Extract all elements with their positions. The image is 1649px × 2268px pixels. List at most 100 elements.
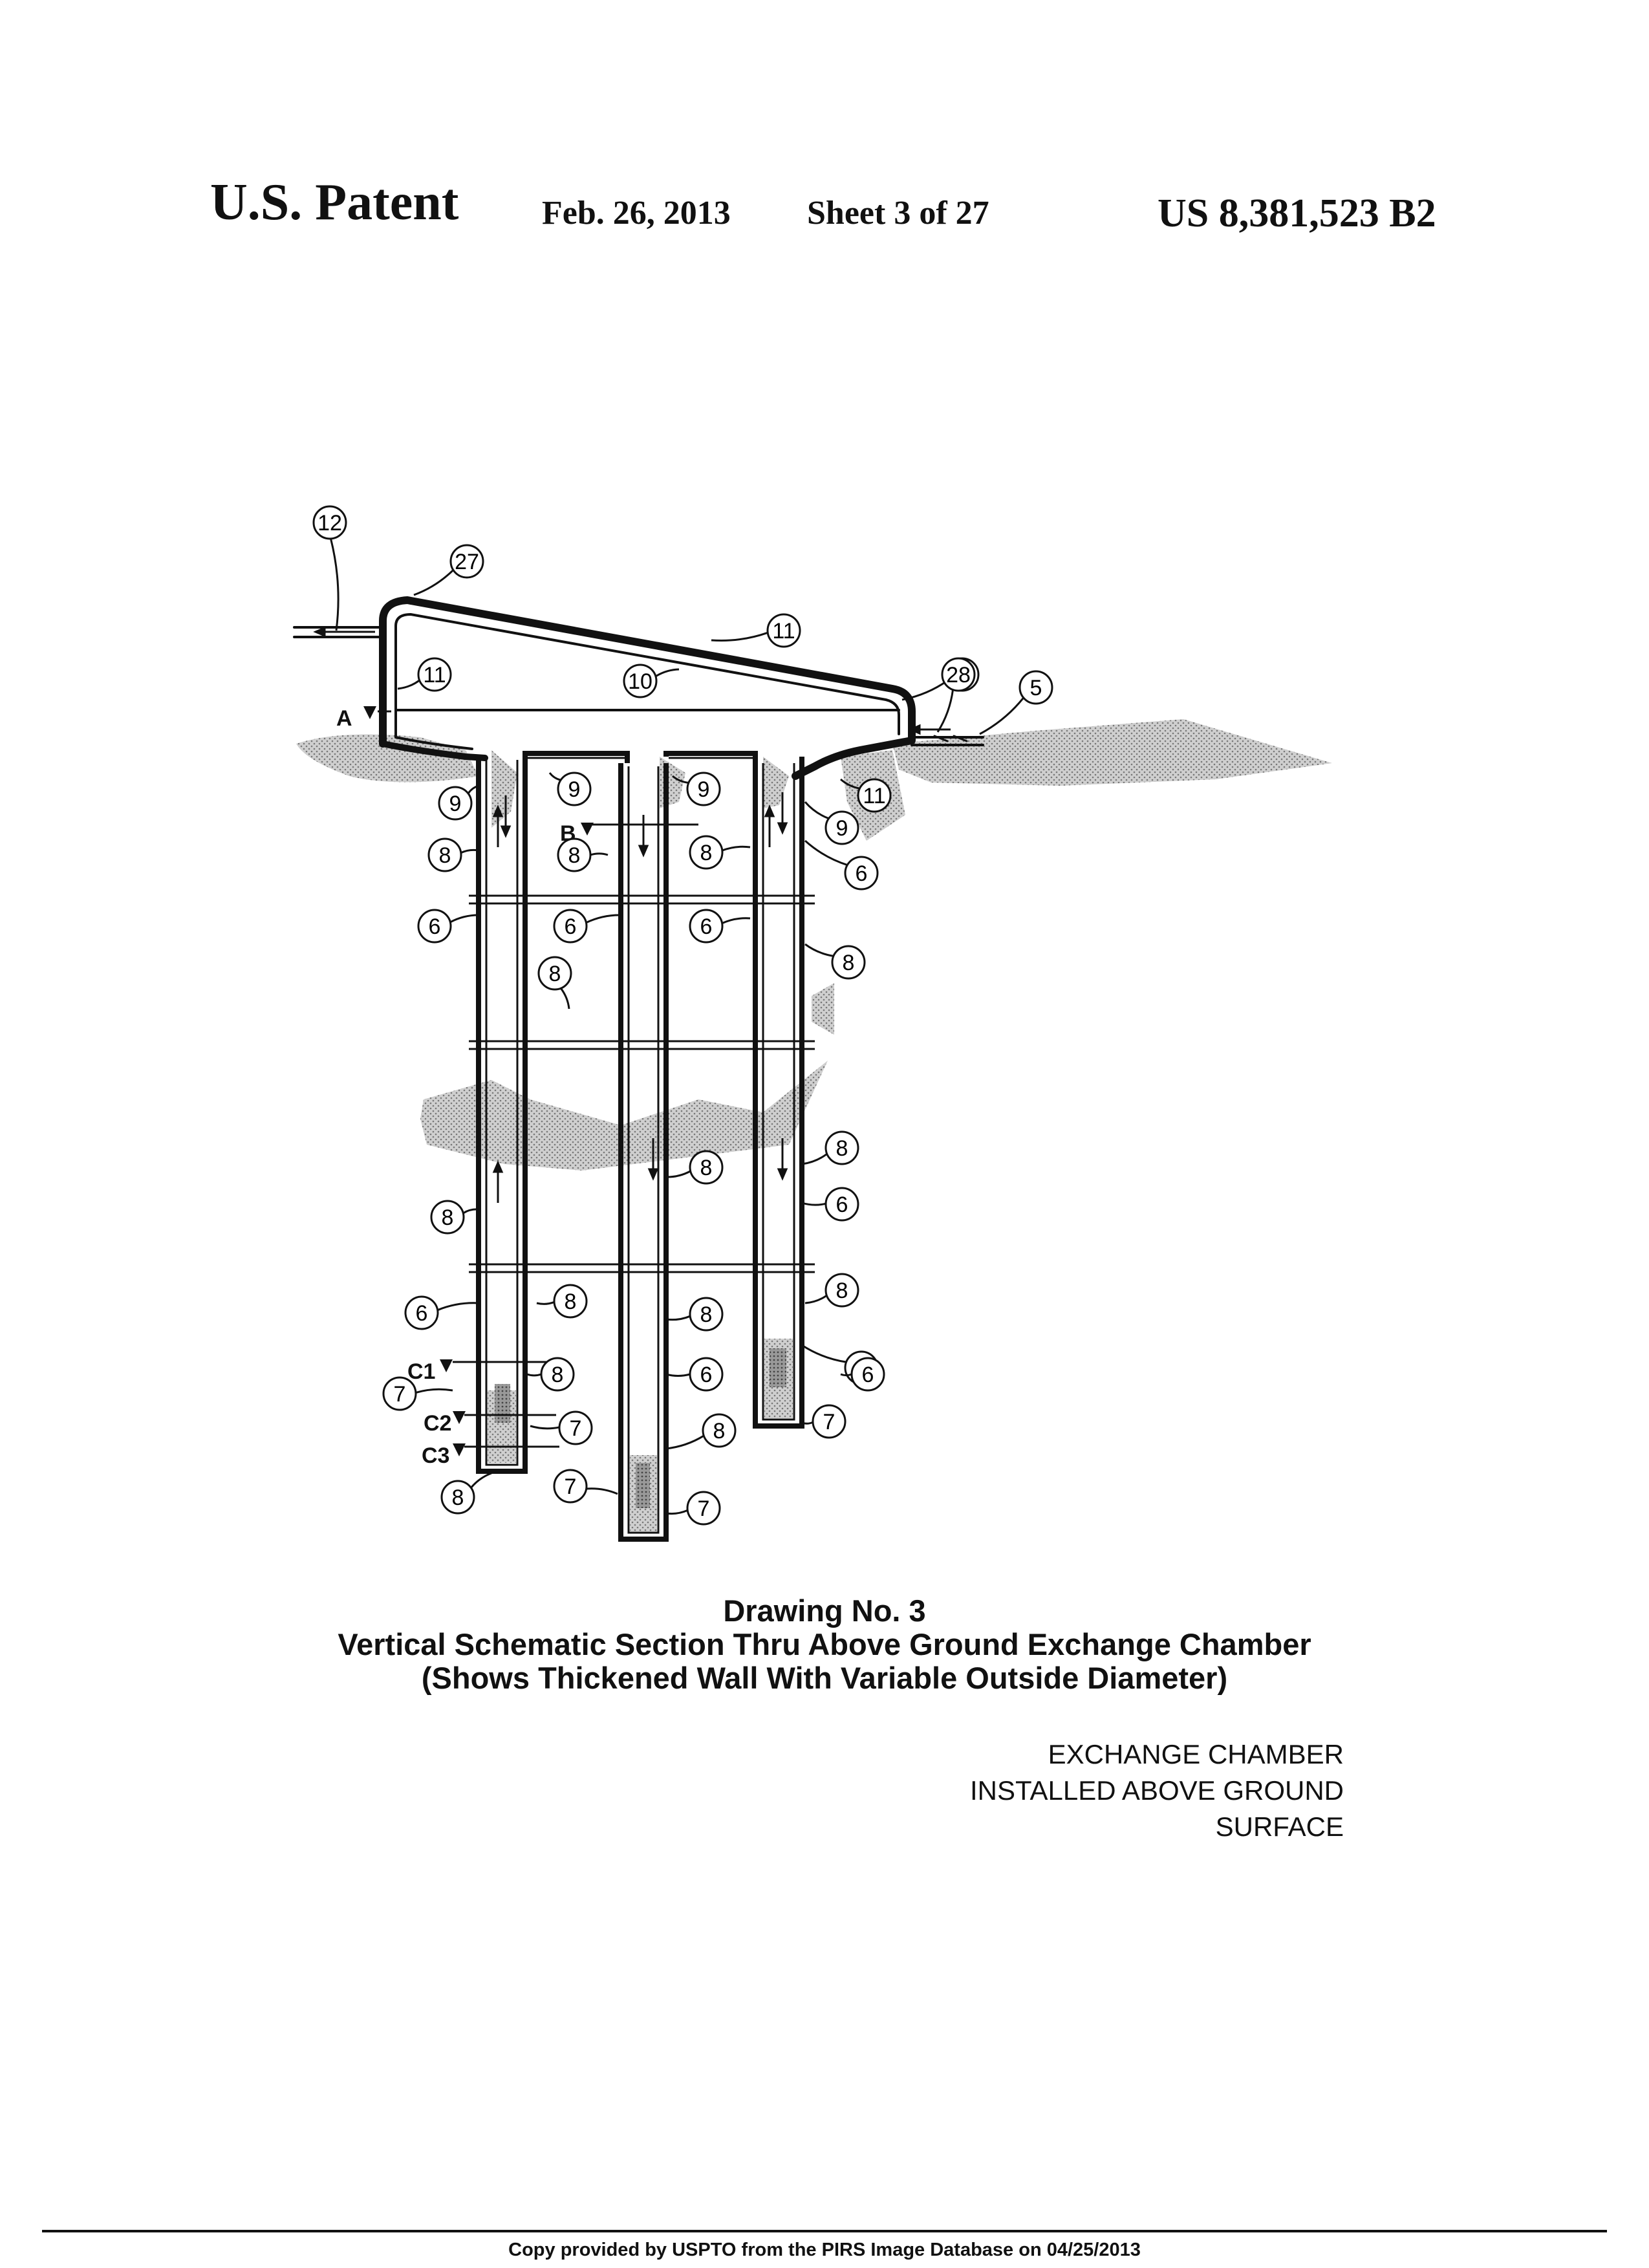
callout-leader [804,801,830,820]
callout-circle [312,505,347,540]
callout-leader [470,1472,492,1489]
callout-11: 11 [397,657,452,692]
callout-number: 9 [836,816,848,841]
callout-6: 6 [840,1357,885,1392]
callout-9: 9 [548,772,592,806]
callout-circle [850,1357,885,1392]
callout-7: 7 [801,1404,846,1439]
callout-leader [655,668,680,678]
callout-8: 8 [801,1130,859,1165]
callout-6: 6 [404,1295,479,1330]
callout-number: 8 [452,1485,464,1510]
reference-callouts: 1227111110112859999118886666888886688886… [312,505,1053,1526]
callout-circle [1018,670,1053,705]
callout-leader [672,775,689,784]
callout-number: 8 [700,841,713,865]
callout-number: 6 [700,914,713,939]
callout-circle [449,544,484,579]
callout-number: 9 [568,777,581,802]
callout-leader [460,848,479,854]
callout-leader [449,914,479,923]
callout-circle [689,1357,724,1392]
vertical-pipes [476,751,804,1542]
callout-6: 6 [665,1357,724,1392]
callout-number: 27 [455,550,479,574]
callout-10: 10 [623,664,680,698]
callout-leader [711,631,768,642]
callout-leader [804,1295,828,1304]
patent-title: U.S. Patent [210,174,459,231]
callout-number: 7 [823,1410,835,1434]
callout-circle [540,1357,575,1392]
callout-number: 6 [836,1193,848,1217]
section-marker-c2: C2 [424,1411,451,1436]
callout-leader [467,784,479,794]
callout-8: 8 [665,1413,737,1450]
callout-circle [440,1480,475,1515]
callout-circle [689,909,724,944]
callout-number: 6 [565,914,577,939]
callout-leader [536,1301,555,1305]
callout-8: 8 [665,1150,724,1185]
callout-leader [979,697,1024,735]
callout-circle [686,772,721,806]
callout-leader [665,1315,691,1321]
callout-8: 8 [430,1200,479,1235]
callout-number: 6 [862,1363,874,1387]
callout-circle [557,837,592,872]
callout-circle [557,772,592,806]
callout-circle [537,956,572,991]
note-line-1: EXCHANGE CHAMBER [1048,1739,1344,1769]
callout-number: 8 [700,1156,713,1180]
callout-number: 8 [713,1419,726,1443]
callout-number: 8 [836,1279,848,1303]
callout-6: 6 [689,909,751,944]
callout-leader [437,1302,479,1312]
callout-number: 8 [568,843,581,868]
callout-number: 8 [549,962,561,986]
callout-number: 8 [836,1136,848,1161]
callout-number: 9 [698,777,710,802]
callout-9: 9 [438,784,479,821]
callout-circle [857,778,892,813]
callout-6: 6 [417,909,479,944]
callout-leader [330,538,339,631]
callout-leader [526,1373,542,1377]
callout-number: 12 [318,511,342,535]
callout-circle [686,1491,721,1526]
callout-number: 7 [698,1496,710,1521]
callout-circle [702,1413,737,1448]
section-marker-c1: C1 [407,1359,435,1384]
callout-number: 11 [863,784,885,808]
callout-11: 11 [711,613,801,648]
patent-date: Feb. 26, 2013 [542,195,731,232]
callout-number: 10 [628,669,652,694]
callout-number: 8 [565,1290,577,1314]
callout-number: 7 [394,1382,406,1407]
callout-leader [801,1421,814,1425]
callout-11: 11 [840,778,892,813]
callout-leader [722,845,751,852]
callout-leader [397,679,420,690]
note-line-3: SURFACE [1215,1811,1344,1842]
callout-number: 7 [570,1416,582,1441]
callout-5: 5 [979,670,1053,735]
callout-7: 7 [553,1469,618,1504]
callout-circle [427,837,462,872]
callout-number: 11 [772,619,795,643]
callout-circle [824,810,859,845]
callout-circle [941,657,976,692]
callout-leader [801,1153,828,1165]
section-marker-c3: C3 [422,1443,449,1468]
callout-number: 6 [429,914,441,939]
callout-circle [404,1295,439,1330]
callout-number: 8 [442,1205,454,1230]
callout-number: 6 [416,1301,428,1326]
callout-leader [901,680,948,701]
callout-number: 8 [700,1302,713,1327]
callout-8: 8 [427,837,479,872]
callout-7: 7 [530,1410,593,1445]
schematic-diagram: A B C1 C2 C3 122711111011285999911888666… [293,505,1332,1542]
callout-leader [665,1373,691,1377]
callout-circle [553,1469,588,1504]
